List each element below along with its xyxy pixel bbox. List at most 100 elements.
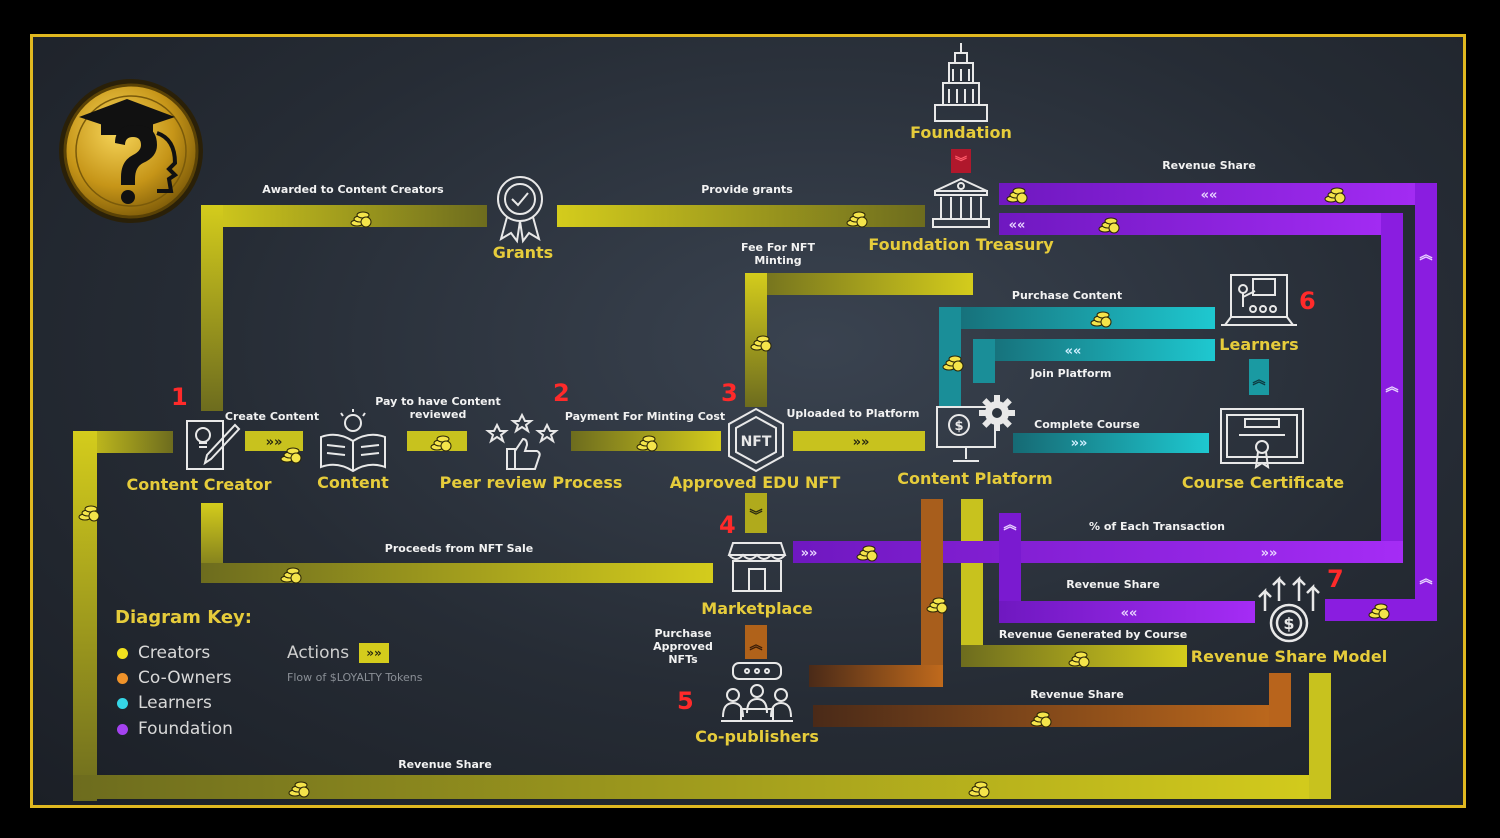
node-grants: Grants (492, 243, 554, 262)
token-coin-icon (1006, 187, 1028, 204)
key-dot-foundation (117, 723, 128, 735)
token-coin-icon (430, 435, 452, 452)
flow-cert-up (1249, 359, 1269, 395)
key-title: Diagram Key: (115, 607, 252, 628)
svg-text:︽: ︽ (1419, 248, 1432, 263)
token-coin-icon (280, 447, 302, 464)
step-number-7: 7 (1327, 565, 1344, 593)
token-coin-icon (942, 355, 964, 372)
step-number-2: 2 (553, 379, 570, 407)
flow-awarded-vertical (201, 205, 223, 411)
flow-outer-left (73, 431, 97, 801)
flow-label-complete-course: Complete Course (1034, 418, 1140, 431)
flow-revshare-mid-vertical (999, 513, 1021, 623)
svg-text:««: «« (1121, 606, 1138, 621)
key-item-foundation: Foundation (117, 719, 233, 739)
course-certificate-icon (1220, 408, 1304, 470)
token-coin-icon (1098, 217, 1120, 234)
flow-label-create-content: Create Content (224, 410, 320, 423)
flow-label-revenue-share-top: Revenue Share (1162, 159, 1256, 172)
diagram-frame: ︾ »» »» ︾ ︽ »» «« ︽ «« «« »» »» «« ︽ ︽ ︽… (30, 34, 1466, 808)
flow-label-proceeds-nft: Proceeds from NFT Sale (384, 542, 534, 555)
key-dot-learners (117, 697, 128, 709)
key-label-foundation: Foundation (138, 719, 233, 739)
flow-revshare-mid-bar (999, 601, 1255, 623)
svg-text:︽: ︽ (1003, 518, 1016, 533)
node-content-creator: Content Creator (126, 475, 272, 494)
node-content-platform: Content Platform (897, 469, 1053, 488)
flow-label-pay-review: Pay to have Content reviewed (375, 395, 501, 421)
flow-join-vertical (973, 339, 995, 383)
svg-text:︽: ︽ (1385, 380, 1398, 395)
key-label-learners: Learners (138, 693, 212, 713)
svg-text:»»: »» (1261, 546, 1278, 561)
key-actions-chevron-icon: »» (359, 643, 389, 663)
flow-label-awarded: Awarded to Content Creators (262, 183, 444, 196)
flow-copub-bar (809, 665, 943, 687)
learners-laptop-icon (1221, 274, 1297, 326)
grants-ribbon-icon (497, 176, 543, 244)
svg-text:︽: ︽ (1419, 572, 1432, 587)
node-approved-nft: Approved EDU NFT (669, 473, 841, 492)
svg-text:NFT: NFT (741, 434, 772, 450)
key-label-coowners: Co-Owners (138, 668, 232, 688)
co-publishers-icon (721, 662, 793, 722)
flow-complete-bar (1013, 433, 1209, 453)
svg-text:««: «« (1065, 344, 1082, 359)
step-number-1: 1 (171, 383, 188, 411)
flow-outer-bottom (73, 775, 1331, 799)
flow-awarded-bar (201, 205, 487, 227)
key-dot-creators (117, 647, 128, 659)
marketplace-store-icon (727, 542, 787, 592)
flow-revshare-right-vertical (1415, 183, 1437, 621)
token-coin-icon (968, 781, 990, 798)
token-coin-icon (350, 211, 372, 228)
flow-revshare-top-bar (999, 183, 1437, 205)
flow-label-revenue-share-bottom: Revenue Share (398, 758, 492, 771)
key-item-learners: Learners (117, 693, 212, 713)
key-actions-label: Actions (287, 643, 350, 663)
token-coin-icon (280, 567, 302, 584)
flow-grants-bar (557, 205, 925, 227)
flow-fee-bar (745, 273, 973, 295)
svg-text:︽: ︽ (1252, 373, 1265, 388)
node-course-certificate: Course Certificate (1181, 473, 1345, 492)
node-marketplace: Marketplace (701, 599, 813, 618)
content-platform-icon: $ (936, 395, 1015, 462)
flow-upload-bar (793, 431, 925, 451)
logo-icon (59, 79, 203, 223)
flow-pct-vertical (1381, 213, 1403, 563)
flow-label-provide-grants: Provide grants (701, 183, 793, 196)
token-coin-icon (78, 505, 100, 522)
step-number-6: 6 (1299, 287, 1316, 315)
flow-label-purchase-content: Purchase Content (1011, 289, 1123, 302)
foundation-building-icon (934, 43, 988, 122)
flow-join-bar (973, 339, 1215, 361)
flow-outer-right (1309, 673, 1331, 799)
svg-text:»»: »» (801, 546, 818, 561)
flow-revenue-gen-bar (961, 645, 1187, 667)
svg-text:$: $ (954, 419, 963, 434)
svg-text:︾: ︾ (749, 508, 762, 524)
flow-label-purchase-approved: Purchase Approved NFTs (653, 627, 713, 666)
svg-text:»»: »» (853, 435, 870, 450)
flow-label-pct-transaction: % of Each Transaction (1088, 520, 1226, 533)
token-coin-icon (1368, 603, 1390, 620)
svg-text:««: «« (1201, 188, 1218, 203)
token-coin-icon (846, 211, 868, 228)
token-coin-icon (926, 597, 948, 614)
key-item-creators: Creators (117, 643, 210, 663)
token-coin-icon (636, 435, 658, 452)
flow-lines: ︾ »» »» ︾ ︽ »» «« ︽ «« «« »» »» «« ︽ ︽ ︽… (73, 149, 1437, 801)
step-number-5: 5 (677, 687, 694, 715)
foundation-down-arrow (951, 149, 971, 173)
svg-text:»»: »» (1071, 436, 1088, 451)
node-learners: Learners (1219, 335, 1299, 354)
flow-revenue-gen-vertical (961, 499, 983, 667)
nft-hexagon-icon: NFT (728, 407, 784, 473)
token-coin-icon (288, 781, 310, 798)
step-number-3: 3 (721, 379, 738, 407)
flow-revshare-low-vertical (1269, 673, 1291, 727)
flow-label-revenue-share-mid: Revenue Share (1066, 578, 1160, 591)
node-foundation-treasury: Foundation Treasury (868, 235, 1054, 254)
